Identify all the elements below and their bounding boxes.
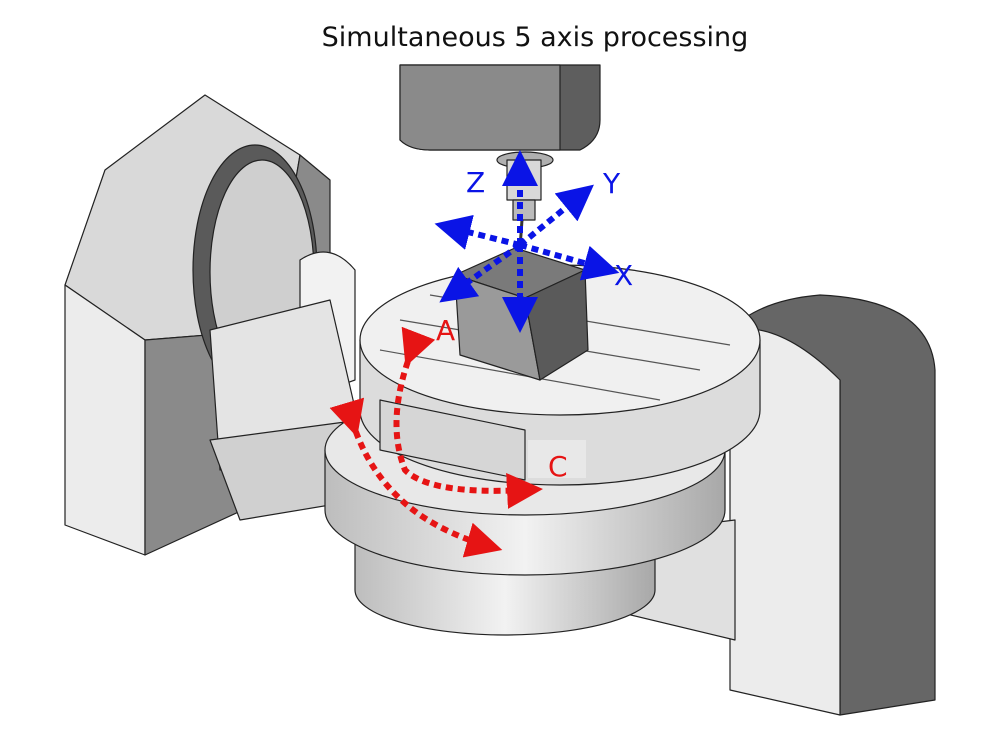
y-axis-arrow <box>518 184 594 248</box>
c-axis-label: C <box>548 450 568 483</box>
z-axis-label: Z <box>466 166 485 199</box>
a-axis-label: A <box>436 314 455 347</box>
x-axis-label: X <box>614 259 633 292</box>
y-axis-label: Y <box>602 167 621 200</box>
linear-axis-arrows <box>434 150 620 333</box>
left-trunnion-support <box>64 94 361 556</box>
x-axis-neg-arrow <box>434 214 521 250</box>
x-axis-arrow <box>519 242 620 281</box>
spindle-head <box>399 64 601 249</box>
rotary-axis-arrows <box>329 326 543 558</box>
workpiece-cube <box>454 247 589 381</box>
diagram-title: Simultaneous 5 axis processing <box>322 22 749 53</box>
c-axis-arrow <box>329 397 503 558</box>
y-axis-neg-arrow <box>439 242 522 303</box>
